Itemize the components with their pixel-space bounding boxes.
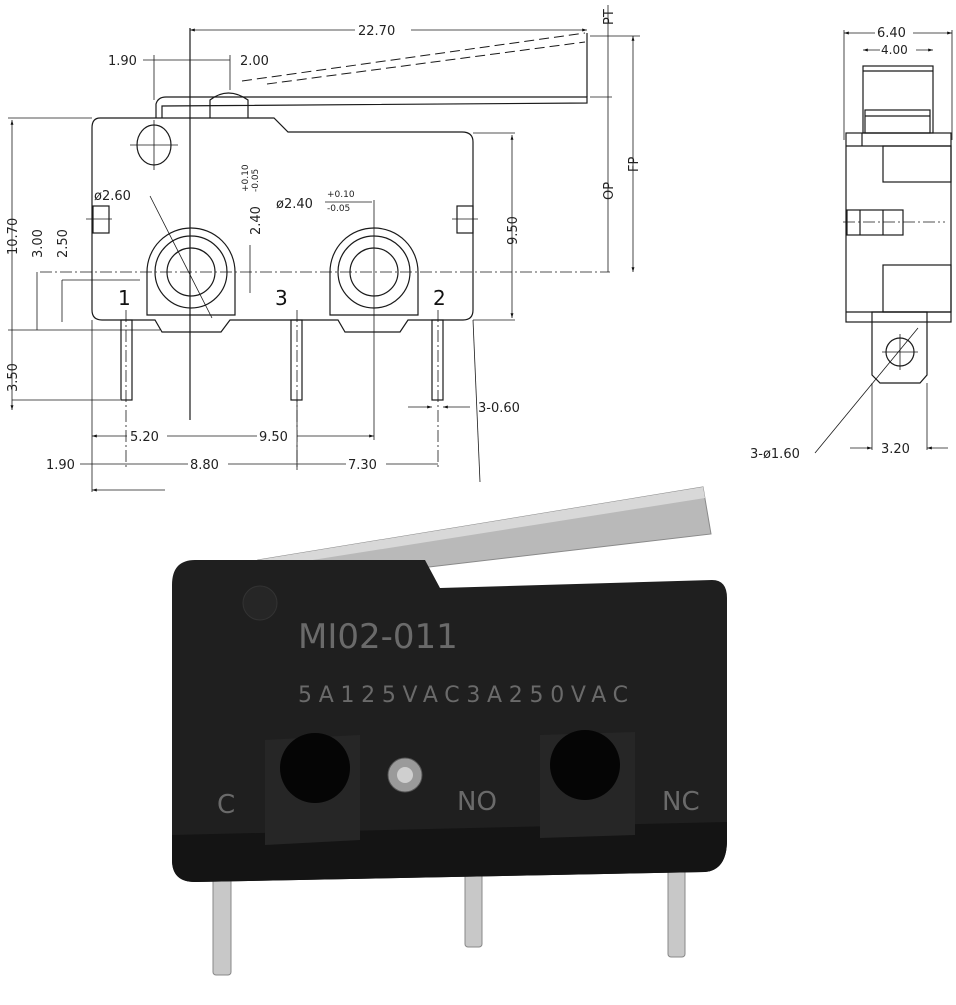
pin-label-2: 2 xyxy=(433,286,446,310)
dim-terminal-hole: 3-ø1.60 xyxy=(750,447,800,462)
dim-plunger-offset: 2.00 xyxy=(240,54,269,69)
side-terminal xyxy=(871,311,928,384)
dim-edge-to-hole: 5.20 xyxy=(130,430,159,445)
dim-right-hole-dia: ø2.40 xyxy=(276,197,313,212)
mount-hole-left xyxy=(146,227,236,316)
photo-model-text: MI02-011 xyxy=(298,617,458,657)
pt-label: PT xyxy=(602,9,617,25)
lever-arm xyxy=(155,96,588,118)
right-hole-plus: +0.10 xyxy=(327,190,355,200)
dim-edge-to-pin: 1.90 xyxy=(46,458,75,473)
op-label: OP xyxy=(602,182,617,200)
photo-hole-left xyxy=(280,733,350,803)
switch-photo: MI02-011 5A125VAC3A250VAC C NO NC xyxy=(172,486,727,976)
photo-hole-right xyxy=(550,730,620,800)
right-hole-minus: -0.05 xyxy=(327,204,350,214)
photo-terminal-nc: NC xyxy=(662,787,700,817)
photo-terminal-no: NO xyxy=(457,787,497,817)
fp-label: FP xyxy=(627,157,642,172)
dim-pin1-pin3: 8.80 xyxy=(190,458,219,473)
dim-pin3-pin2: 7.30 xyxy=(348,458,377,473)
tolerance-minus: -0.05 xyxy=(251,169,261,192)
tolerance-plus: +0.10 xyxy=(241,164,251,192)
plunger xyxy=(209,92,249,118)
dim-overall-length: 22.70 xyxy=(358,24,395,39)
dim-pin-width: 3-0.60 xyxy=(478,401,520,416)
pin-label-3: 3 xyxy=(275,286,288,310)
pin-label-1: 1 xyxy=(118,286,131,310)
photo-terminal-c: C xyxy=(217,790,235,820)
dim-hole-vertical: 2.40 xyxy=(249,206,264,235)
dim-height: 10.70 xyxy=(6,218,21,255)
dim-lever-offset: 1.90 xyxy=(108,54,137,69)
side-body xyxy=(845,132,952,323)
dim-hole-spacing: 9.50 xyxy=(259,430,288,445)
dim-left-hole-dia: ø2.60 xyxy=(94,189,131,204)
pins xyxy=(120,310,444,470)
switch-body-outline xyxy=(91,117,474,333)
front-view: 1 3 2 22.70 1.90 2.00 10.70 3.00 2.50 3.… xyxy=(6,5,642,492)
dim-terminal-width: 3.20 xyxy=(881,442,910,457)
dim-width: 6.40 xyxy=(877,26,906,41)
dim-body-height: 9.50 xyxy=(506,216,521,245)
dim-pin-length: 3.50 xyxy=(6,363,21,392)
dim-lever-width: 4.00 xyxy=(881,43,908,57)
side-view: 6.40 4.00 3.20 3-ø1.60 xyxy=(750,24,953,462)
dim-hole-height-b: 2.50 xyxy=(56,229,71,258)
dim-hole-height-a: 3.00 xyxy=(31,229,46,258)
